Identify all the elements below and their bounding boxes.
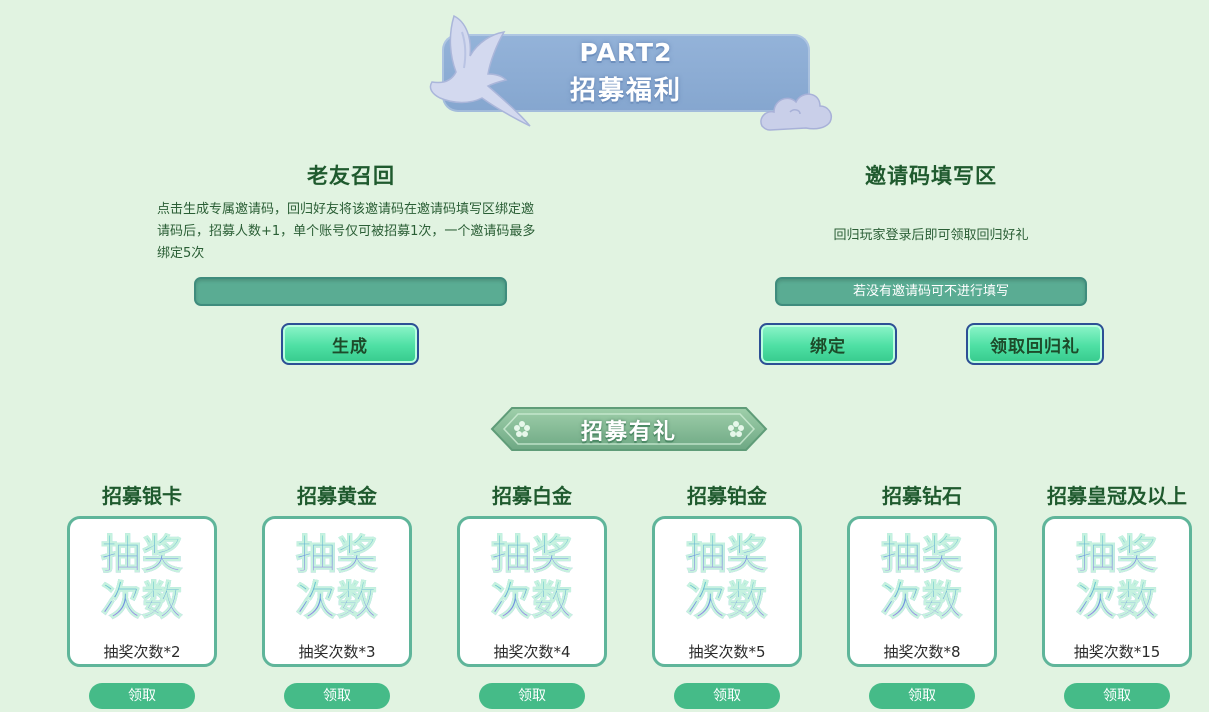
recruit-ribbon: 招募有礼 <box>490 402 768 456</box>
claim-button[interactable]: 领取 <box>869 683 975 709</box>
banner-part-label: PART2 <box>579 38 673 67</box>
reward-label: 抽奖次数*3 <box>298 643 376 661</box>
banner-title: 招募福利 <box>569 76 682 106</box>
reward-card: 抽奖 次数 抽奖次数*2 <box>67 516 217 667</box>
tier-title: 招募钻石 <box>882 484 962 508</box>
claim-button[interactable]: 领取 <box>674 683 780 709</box>
tier-title: 招募黄金 <box>297 484 377 508</box>
lottery-art-line2: 次数 <box>1045 579 1189 624</box>
tier-title: 招募白金 <box>492 484 572 508</box>
reward-label: 抽奖次数*5 <box>688 643 766 661</box>
claim-button[interactable]: 领取 <box>89 683 195 709</box>
claim-button[interactable]: 领取 <box>479 683 585 709</box>
invite-area-description: 回归玩家登录后即可领取回归好礼 <box>833 228 1029 243</box>
invite-code-display[interactable] <box>194 277 507 306</box>
invite-code-input[interactable] <box>775 277 1087 306</box>
lottery-art-line2: 次数 <box>265 579 409 624</box>
invite-area-title: 邀请码填写区 <box>865 164 997 188</box>
tier-title: 招募铂金 <box>687 484 767 508</box>
claim-button[interactable]: 领取 <box>1064 683 1170 709</box>
lottery-art-line2: 次数 <box>655 579 799 624</box>
lottery-art-line1: 抽奖 <box>70 533 214 578</box>
reward-label: 抽奖次数*4 <box>493 643 571 661</box>
reward-label: 抽奖次数*8 <box>883 643 961 661</box>
friend-recall-title: 老友召回 <box>307 164 395 188</box>
ribbon-shape <box>490 407 768 451</box>
reward-card: 抽奖 次数 抽奖次数*5 <box>652 516 802 667</box>
reward-card: 抽奖 次数 抽奖次数*8 <box>847 516 997 667</box>
lottery-art-line2: 次数 <box>70 579 214 624</box>
friend-recall-description: 点击生成专属邀请码，回归好友将该邀请码在邀请码填写区绑定邀请码后，招募人数+1，… <box>157 202 536 261</box>
flower-icon <box>514 421 530 437</box>
reward-label: 抽奖次数*2 <box>103 643 181 661</box>
lottery-art-line1: 抽奖 <box>655 533 799 578</box>
reward-card: 抽奖 次数 抽奖次数*3 <box>262 516 412 667</box>
lottery-art-line2: 次数 <box>850 579 994 624</box>
claim-return-gift-button[interactable]: 领取回归礼 <box>966 323 1104 365</box>
lottery-art-line1: 抽奖 <box>265 533 409 578</box>
lottery-art-line1: 抽奖 <box>1045 533 1189 578</box>
lottery-art-line1: 抽奖 <box>850 533 994 578</box>
claim-button[interactable]: 领取 <box>284 683 390 709</box>
tier-title: 招募皇冠及以上 <box>1047 484 1187 508</box>
lottery-art-line2: 次数 <box>460 579 604 624</box>
lottery-art-line1: 抽奖 <box>460 533 604 578</box>
reward-card: 抽奖 次数 抽奖次数*15 <box>1042 516 1192 667</box>
bind-button[interactable]: 绑定 <box>759 323 897 365</box>
flower-icon <box>728 421 744 437</box>
dove-icon <box>429 14 531 127</box>
part2-banner: PART2 招募福利 <box>426 12 838 134</box>
recruit-title: 招募有礼 <box>580 420 677 445</box>
generate-button[interactable]: 生成 <box>281 323 419 365</box>
reward-label: 抽奖次数*15 <box>1073 643 1161 661</box>
tier-title: 招募银卡 <box>102 484 182 508</box>
reward-card: 抽奖 次数 抽奖次数*4 <box>457 516 607 667</box>
cloud-icon <box>760 93 832 131</box>
